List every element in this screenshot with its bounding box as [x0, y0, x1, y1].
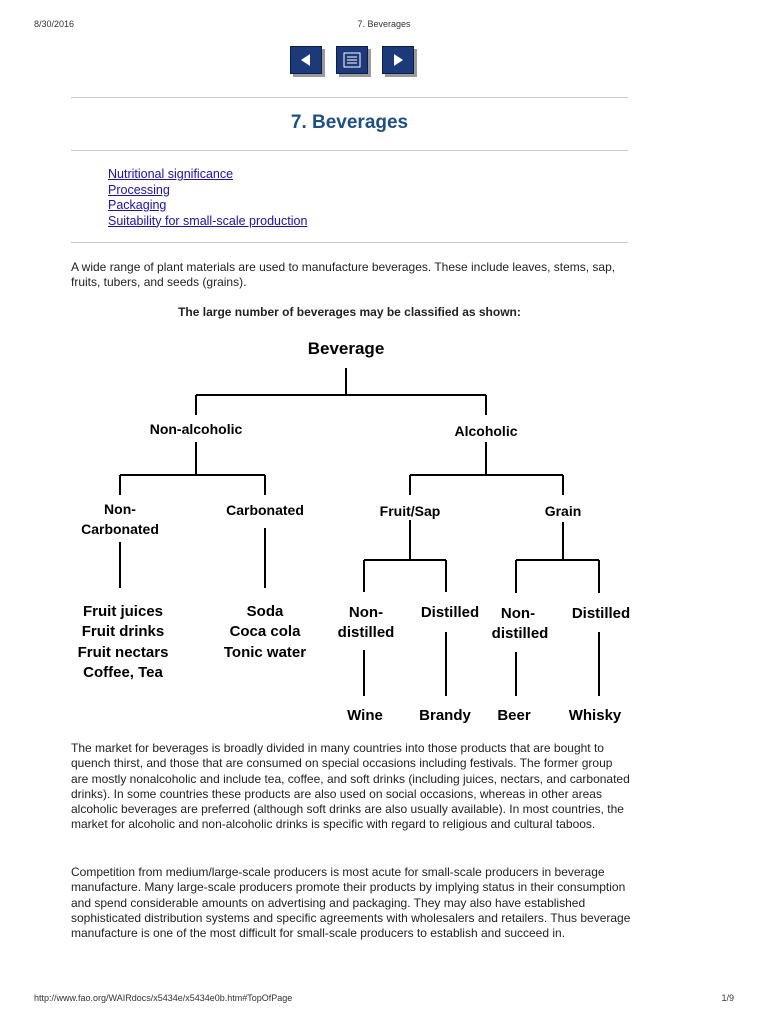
print-page-number: 1/9: [721, 993, 734, 1003]
body-paragraph: The market for beverages is broadly divi…: [71, 741, 630, 832]
classification-caption: The large number of beverages may be cla…: [178, 305, 521, 319]
previous-page-button[interactable]: [290, 46, 322, 74]
next-arrow-icon: [394, 54, 403, 66]
node-grain-non-distilled-line1: Non-: [501, 605, 535, 622]
next-page-button[interactable]: [382, 46, 414, 74]
page-title: 7. Beverages: [290, 112, 409, 133]
example-fruit-drinks: Fruit drinks: [82, 623, 165, 640]
section-link-item: Processing: [108, 183, 307, 199]
section-link-item: Packaging: [108, 198, 307, 214]
section-links: Nutritional significance Processing Pack…: [108, 167, 307, 229]
divider: [71, 242, 628, 243]
node-fruit-non-distilled-line1: Non-: [349, 604, 383, 621]
beverage-classification-diagram: Beverage Non-alcoholic Alcoholic Non- Ca…: [78, 339, 631, 724]
node-fruit-distilled: Distilled: [421, 604, 479, 621]
contents-icon: [343, 52, 361, 68]
node-non-alcoholic: Non-alcoholic: [150, 421, 243, 437]
example-soda: Soda: [247, 603, 284, 620]
node-grain-distilled: Distilled: [572, 605, 630, 622]
section-link-item: Suitability for small-scale production: [108, 214, 307, 230]
contents-button[interactable]: [336, 46, 368, 74]
leaf-beer: Beer: [497, 707, 531, 724]
node-alcoholic: Alcoholic: [454, 423, 517, 439]
example-coffee-tea: Coffee, Tea: [83, 664, 163, 681]
example-tonic-water: Tonic water: [224, 644, 306, 661]
node-carbonated: Carbonated: [226, 502, 304, 518]
print-url: http://www.fao.org/WAIRdocs/x5434e/x5434…: [34, 993, 293, 1003]
link-nutritional-significance[interactable]: Nutritional significance: [108, 167, 234, 181]
previous-arrow-icon: [301, 54, 310, 66]
node-fruit-sap: Fruit/Sap: [380, 503, 441, 519]
node-beverage: Beverage: [308, 339, 385, 358]
node-non-carbonated-line2: Carbonated: [81, 521, 159, 537]
intro-paragraph: A wide range of plant materials are used…: [71, 260, 616, 290]
example-fruit-juices: Fruit juices: [83, 603, 163, 620]
leaf-wine: Wine: [347, 707, 383, 724]
node-grain-non-distilled-line2: distilled: [492, 625, 549, 642]
node-fruit-non-distilled-line2: distilled: [338, 624, 395, 641]
example-fruit-nectars: Fruit nectars: [78, 644, 169, 661]
divider: [71, 150, 628, 151]
divider: [71, 97, 628, 98]
example-coca-cola: Coca cola: [230, 623, 302, 640]
node-non-carbonated-line1: Non-: [104, 501, 136, 517]
link-packaging[interactable]: Packaging: [108, 198, 167, 212]
leaf-brandy: Brandy: [419, 707, 471, 724]
diagram-connectors: [119, 368, 600, 696]
leaf-whisky: Whisky: [569, 707, 622, 724]
node-grain: Grain: [545, 503, 582, 519]
print-date: 8/30/2016: [34, 19, 75, 29]
link-processing[interactable]: Processing: [108, 182, 170, 197]
print-footer: http://www.fao.org/WAIRdocs/x5434e/x5434…: [34, 993, 734, 1005]
section-link-item: Nutritional significance: [108, 167, 307, 183]
print-header: 8/30/2016 7. Beverages: [34, 19, 734, 31]
link-suitability[interactable]: Suitability for small-scale production: [108, 213, 308, 228]
body-paragraph: Competition from medium/large-scale prod…: [71, 865, 631, 941]
print-title: 7. Beverages: [357, 19, 411, 29]
navigation-bar: [290, 46, 414, 78]
